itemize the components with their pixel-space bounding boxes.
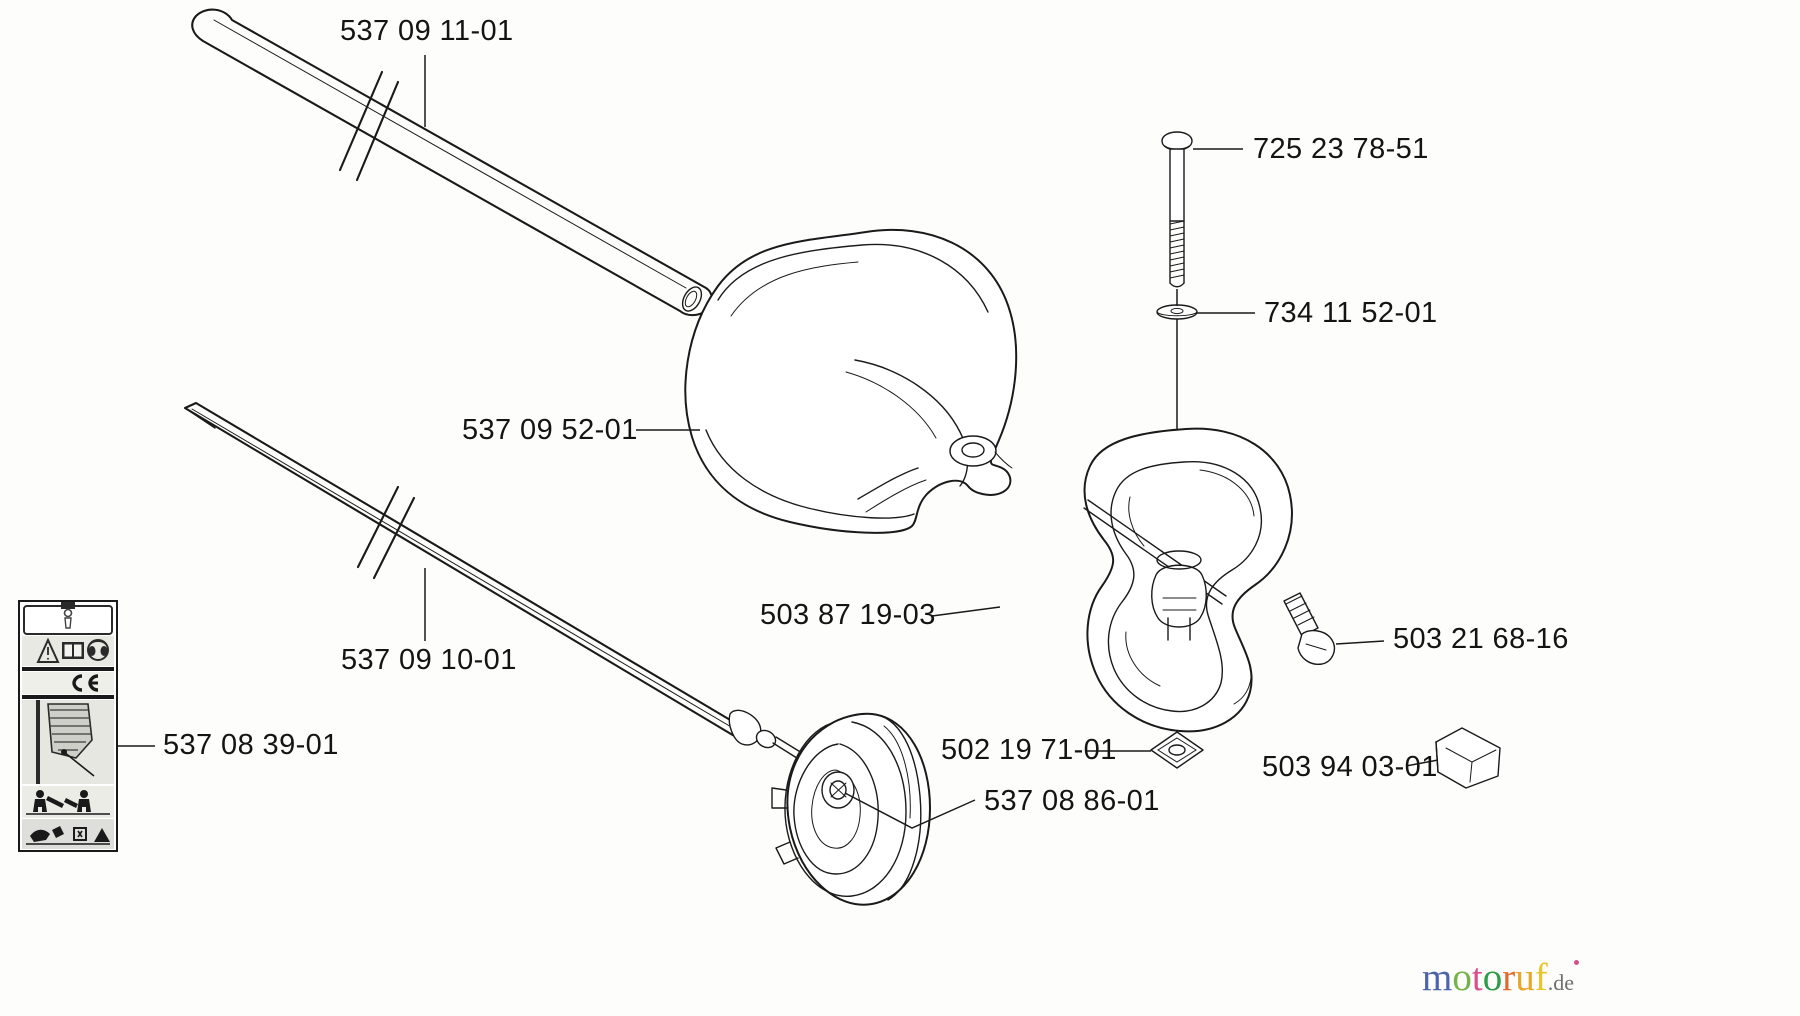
clamp-bracket-art (1435, 727, 1501, 789)
clutch-drum-art (771, 712, 931, 906)
warning-decal-art (18, 600, 118, 852)
shaft-tube-label: 537 09 11-01 (340, 15, 514, 47)
drive-shaft-label: 537 09 10-01 (341, 644, 517, 676)
watermark-letter: f (1534, 956, 1548, 999)
bolt-label: 725 23 78-51 (1253, 133, 1429, 165)
watermark-letter: t (1471, 956, 1483, 999)
watermark-letter: o (1482, 956, 1503, 999)
watermark-letter: u (1515, 956, 1535, 999)
bolt-art (1161, 131, 1193, 288)
guard-shield-art (684, 228, 1018, 534)
watermark-letter: o (1452, 956, 1472, 999)
watermark-letters: motoruf (1422, 956, 1548, 999)
clamp-label: 503 94 03-01 (1262, 751, 1438, 783)
watermark-letter: r (1502, 956, 1516, 999)
clutch-drum-label: 537 08 86-01 (984, 785, 1160, 817)
watermark-dot (1574, 960, 1579, 965)
screw-label: 503 21 68-16 (1393, 623, 1569, 655)
washer-art (1156, 304, 1198, 320)
shaft-tube-art (191, 8, 714, 317)
loop-handle-art (1083, 427, 1293, 733)
warning-decal-label: 537 08 39-01 (163, 729, 339, 761)
washer-label: 734 11 52-01 (1264, 297, 1438, 329)
clamp-screw-art (1283, 592, 1336, 665)
leader-lines (112, 55, 1439, 829)
watermark-suffix: .de (1547, 970, 1574, 995)
square-nut-art (1150, 731, 1204, 769)
handle-label: 503 87 19-03 (760, 599, 936, 631)
watermark-letter: m (1422, 956, 1453, 999)
square-nut-label: 502 19 71-01 (941, 734, 1117, 766)
guard-label: 537 09 52-01 (462, 414, 638, 446)
drive-shaft-art (183, 401, 803, 761)
motoruf-watermark: motoruf.de (1422, 956, 1579, 999)
